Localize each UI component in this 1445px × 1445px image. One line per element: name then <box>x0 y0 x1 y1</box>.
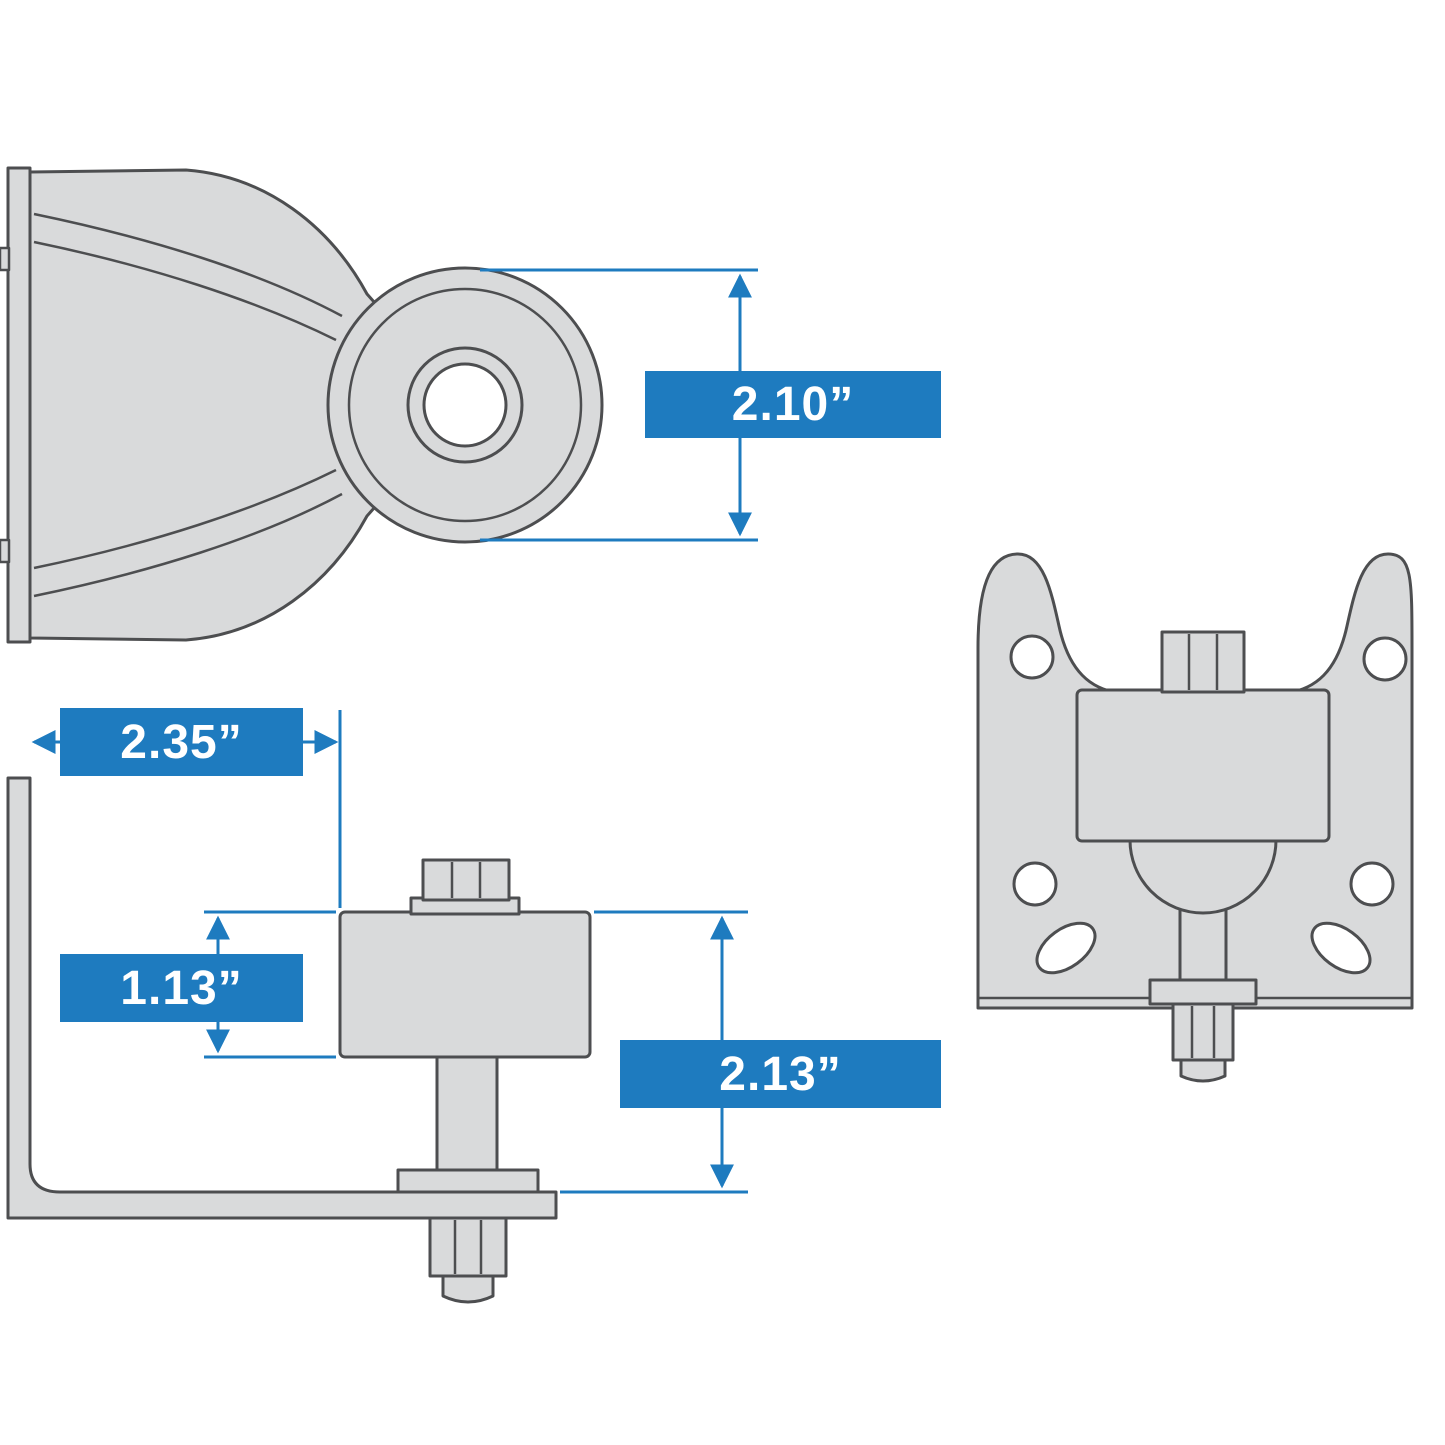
side-view-pivot-hole <box>422 362 508 448</box>
front-view-shaft <box>435 1048 499 1178</box>
side-view-mount-plate <box>6 166 32 644</box>
dim-label-pivot-length: 2.13” <box>620 1040 941 1108</box>
front-view-bushing <box>338 910 592 1059</box>
side-view-drawing <box>0 166 604 644</box>
back-view-bushing <box>1075 688 1331 843</box>
dim-label-bracket-offset: 2.35” <box>60 708 303 776</box>
side-view-rib-top-outer <box>33 212 343 318</box>
back-view-hole-top-left <box>1009 634 1055 680</box>
dim-label-bushing-height: 1.13” <box>60 954 303 1022</box>
front-view-nut <box>428 1216 508 1278</box>
front-view-l-bracket <box>6 776 558 1220</box>
front-view-washer-lower <box>396 1168 540 1194</box>
back-view-thread-tip <box>1179 1058 1227 1083</box>
dim-label-ring-diameter: 2.10” <box>645 371 941 438</box>
side-view-rib-top-inner <box>33 240 337 342</box>
side-view-plate-notch-top <box>0 246 11 272</box>
front-view-drawing <box>6 776 592 1304</box>
back-view-drawing <box>976 552 1414 1083</box>
back-view-slot-left <box>1035 921 1097 975</box>
front-view-thread-tip <box>441 1274 495 1304</box>
back-view-bolt-head <box>1160 630 1246 694</box>
side-view-plate-notch-bottom <box>0 538 11 564</box>
back-view-hole-mid-left <box>1012 861 1058 907</box>
side-view-pivot-ring-rim <box>347 287 583 523</box>
back-view-slot-right <box>1310 921 1372 975</box>
side-view-rib-bottom-inner <box>33 468 337 570</box>
side-view-rib-bottom-outer <box>33 492 343 598</box>
back-view-bushing-bulge <box>1128 838 1278 915</box>
back-view-washer <box>1148 978 1258 1006</box>
back-view-nut <box>1171 1002 1235 1062</box>
back-view-hole-mid-right <box>1349 861 1395 907</box>
back-view-hole-top-right <box>1362 636 1408 682</box>
front-view-bolt-head <box>421 858 511 902</box>
